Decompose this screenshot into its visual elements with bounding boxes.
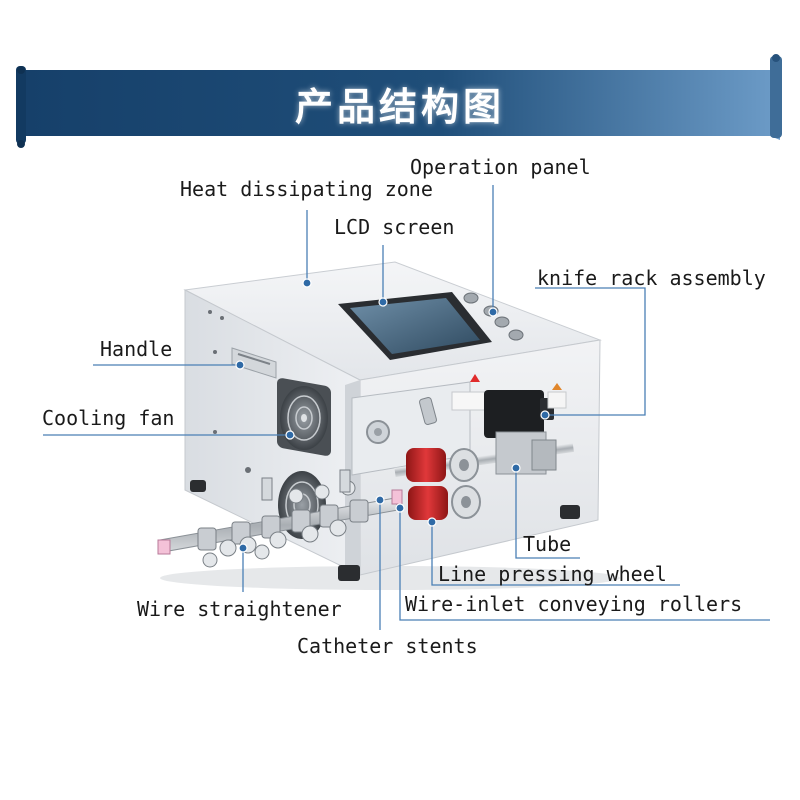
machine-illustration — [157, 261, 620, 590]
label-wire-inlet-rollers: Wire-inlet conveying rollers — [405, 592, 743, 616]
label-wire-straightener: Wire straightener — [137, 597, 342, 621]
label-tube: Tube — [523, 532, 572, 556]
leader-dots — [235, 278, 550, 553]
label-handle: Handle — [100, 337, 173, 361]
title-banner — [16, 54, 782, 148]
label-knife-rack-assembly: knife rack assembly — [537, 266, 766, 290]
wire-straightener — [157, 469, 403, 568]
leader-lines — [43, 185, 770, 630]
label-line-pressing-wheel: Line pressing wheel — [438, 562, 667, 586]
label-lcd-screen: LCD screen — [334, 215, 455, 239]
red-rollers — [406, 448, 481, 520]
label-heat-dissipating-zone: Heat dissipating zone — [180, 177, 433, 201]
banner-title: 产品结构图 — [294, 84, 505, 129]
label-operation-panel: Operation panel — [410, 155, 591, 179]
label-catheter-stents: Catheter stents — [297, 634, 478, 658]
label-cooling-fan: Cooling fan — [42, 406, 175, 430]
cooling-fan-upper — [277, 378, 331, 456]
knife-rack — [484, 383, 567, 475]
